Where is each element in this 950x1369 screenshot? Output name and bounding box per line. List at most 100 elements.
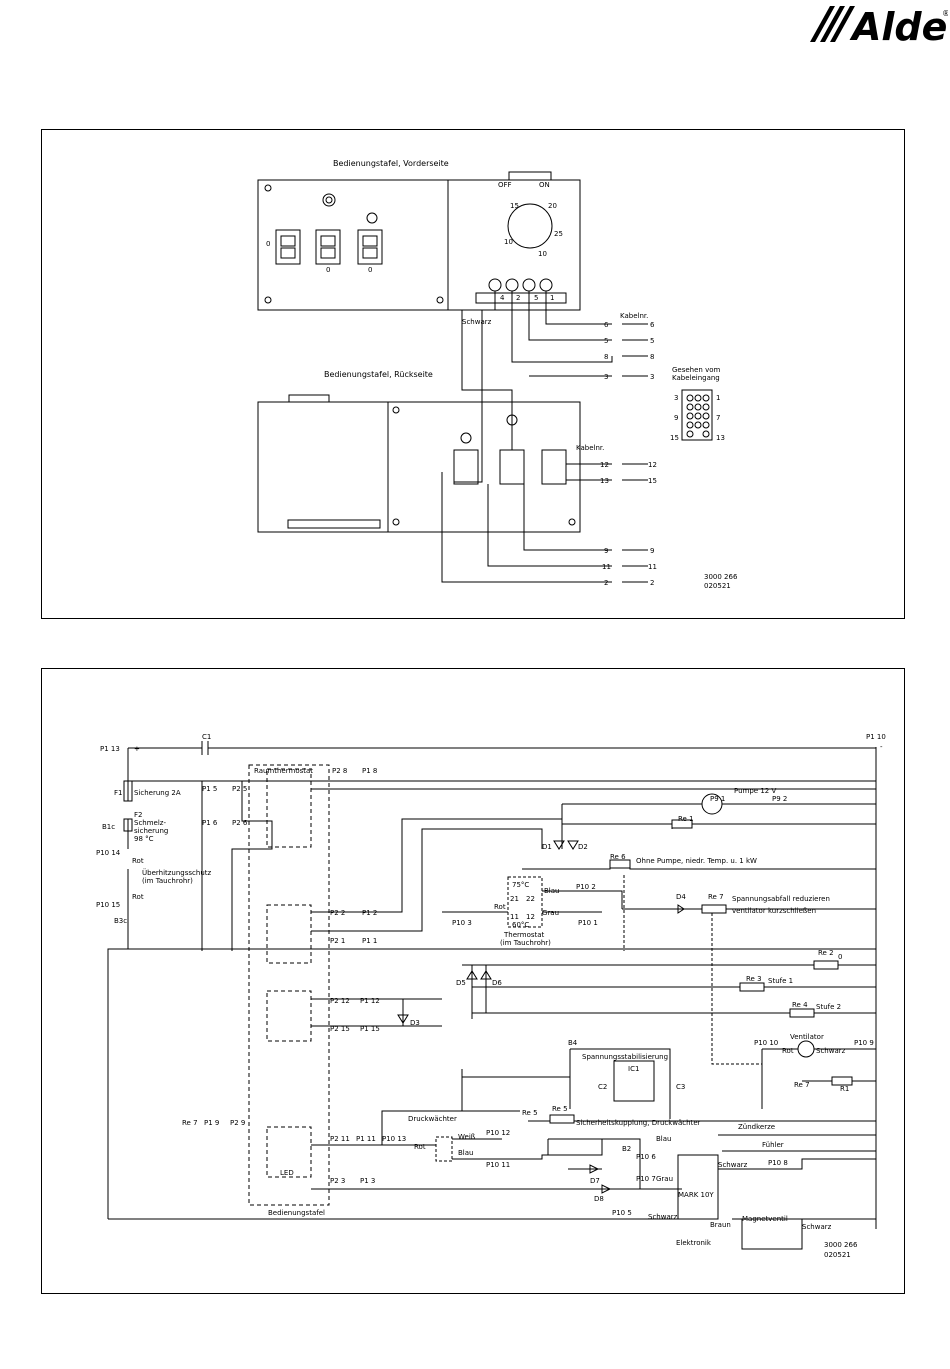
terminal-p10-10: P10 10 — [754, 1039, 778, 1047]
connector-pin-label: 7 — [716, 414, 720, 422]
voltage-drop-note-line2: ventilator kurzschließen — [732, 907, 816, 915]
immersion-thermostat-label-line1: Thermostat — [503, 931, 545, 939]
pressure-switch-label: Druckwächter — [408, 1115, 457, 1123]
switch-zero-left: 0 — [266, 240, 270, 248]
terminal-p1-11: P1 11 — [356, 1135, 376, 1143]
switch-zero-right: 0 — [368, 266, 372, 274]
dial-tick-25: 25 — [554, 230, 563, 238]
relay-re3-label: Re 3 — [746, 975, 762, 983]
terminal-p1-3: P1 3 — [360, 1177, 375, 1185]
diode-d1-label: D1 — [542, 843, 552, 851]
fuse-f2-label: F2 — [134, 811, 142, 819]
sensor-label: Fühler — [762, 1141, 784, 1149]
positive-terminal-sign: + — [134, 745, 140, 753]
cable-row-right: 11 — [648, 563, 657, 571]
connector-pin-label: 1 — [716, 394, 720, 402]
terminal-p2-8: P2 8 — [332, 767, 347, 775]
terminal-number-5: 5 — [534, 294, 538, 302]
terminal-p10-7: P10 7 — [636, 1175, 656, 1183]
back-panel-cover — [257, 401, 389, 533]
terminal-p2-12: P2 12 — [330, 997, 350, 1005]
cable-row-left: 12 — [600, 461, 609, 469]
overheat-protection-label-line2: (im Tauchrohr) — [142, 877, 193, 885]
terminal-b2: B2 — [622, 1145, 631, 1153]
cable-row-right: 3 — [650, 373, 654, 381]
dial-tick-15: 15 — [510, 202, 519, 210]
cable-row-left: 8 — [604, 353, 608, 361]
negative-terminal-sign: - — [880, 743, 883, 751]
cable-row-left: 6 — [604, 321, 609, 329]
fan-symbol — [797, 1040, 815, 1058]
alde-logo: Alde ® — [810, 5, 948, 44]
terminal-p2-11: P2 11 — [330, 1135, 350, 1143]
dial-on-label: ON — [539, 181, 550, 189]
terminal-p1-5: P1 5 — [202, 785, 217, 793]
diode-d3-label: D3 — [410, 1019, 420, 1027]
thermostat-75c: 75°C — [512, 881, 529, 889]
diode-d5 — [466, 970, 478, 980]
stage-1-label: Stufe 1 — [768, 977, 793, 985]
diode-d4-label: D4 — [676, 893, 686, 901]
dial-tick-10-left: 10 — [504, 238, 513, 246]
fuse-rating-label: Sicherung 2A — [134, 789, 181, 797]
immersion-thermostat — [507, 876, 543, 928]
control-panel-wiring-diagram: Bedienungstafel, Vorderseite Bedienungst… — [257, 159, 738, 590]
terminal-p2-3: P2 3 — [330, 1177, 345, 1185]
terminal-p2-2: P2 2 — [330, 909, 345, 917]
voltage-drop-note-line1: Spannungsabfall reduzieren — [732, 895, 830, 903]
terminal-p10-14: P10 14 — [96, 849, 121, 857]
relay-re5-switch-label: Re 5 — [522, 1109, 538, 1117]
relay-re5-coil — [549, 1114, 575, 1124]
connector-title-line2: Kabeleingang — [672, 374, 720, 382]
cable-row-right: 12 — [648, 461, 657, 469]
terminal-p10-12: P10 12 — [486, 1129, 510, 1137]
circuit-schematic-diagram: P1 13 + P1 10 - C1 F1 Sicherung 2A F2 Sc… — [96, 733, 886, 1259]
ic1-regulator — [613, 1060, 655, 1102]
cable-row-left: 11 — [602, 563, 611, 571]
wire-schwarz-label: Schwarz — [802, 1223, 832, 1231]
terminal-p1-9: P1 9 — [204, 1119, 219, 1127]
wire-rot-label: Rot — [494, 903, 506, 911]
terminal-p1-12: P1 12 — [360, 997, 380, 1005]
diode-d6 — [480, 970, 492, 980]
capacitor-c2-label: C2 — [598, 1083, 607, 1091]
cable-row-right: 15 — [648, 477, 657, 485]
terminal-p10-2: P10 2 — [576, 883, 596, 891]
contact-11: 11 — [510, 913, 519, 921]
relay-re1-coil — [671, 819, 693, 829]
terminal-p1-15: P1 15 — [360, 1025, 380, 1033]
cable-row-left: 3 — [604, 373, 608, 381]
back-panel-title: Bedienungstafel, Rückseite — [324, 370, 433, 379]
terminal-b4: B4 — [568, 1039, 578, 1047]
connector-pin-label: 15 — [670, 434, 679, 442]
voltage-stabilization-label: Spannungsstabilisierung — [582, 1053, 668, 1061]
logo-registered-mark: ® — [942, 9, 948, 18]
immersion-thermostat-label-line2: (im Tauchrohr) — [500, 939, 551, 947]
fuse-f1-label: F1 — [114, 789, 122, 797]
terminal-p1-13: P1 13 — [100, 745, 120, 753]
front-panel-title: Bedienungstafel, Vorderseite — [333, 159, 449, 168]
relay-re7-label: Re 7 — [708, 893, 724, 901]
resistor-r1-label: R1 — [840, 1085, 849, 1093]
thermostat-60c: 60°C — [512, 921, 529, 929]
relay-re6-coil — [609, 859, 631, 869]
control-panel-label: Bedienungstafel — [268, 1209, 325, 1217]
contact-12: 12 — [526, 913, 535, 921]
relay-re7-contact-label: Re 7 — [794, 1081, 810, 1089]
dial-tick-20: 20 — [548, 202, 557, 210]
terminal-p10-8: P10 8 — [768, 1159, 788, 1167]
diode-d7-label: D7 — [590, 1177, 600, 1185]
cable-row-left: 5 — [604, 337, 608, 345]
terminal-p10-1: P10 1 — [578, 919, 598, 927]
terminal-number-1: 1 — [550, 294, 554, 302]
terminal-p1-6: P1 6 — [202, 819, 218, 827]
relay-re3-coil — [739, 982, 765, 992]
cable-row-left: 13 — [600, 477, 609, 485]
circuit-schematic-frame: P1 13 + P1 10 - C1 F1 Sicherung 2A F2 Sc… — [41, 668, 905, 1294]
drawing-date: 020521 — [824, 1251, 851, 1259]
electronics-model-label: MARK 10Y — [678, 1191, 714, 1199]
diode-d7 — [589, 1164, 600, 1174]
relay-re7-switch-label: Re 7 — [182, 1119, 198, 1127]
relay-re2-coil — [813, 960, 839, 970]
terminal-p1-8: P1 8 — [362, 767, 377, 775]
